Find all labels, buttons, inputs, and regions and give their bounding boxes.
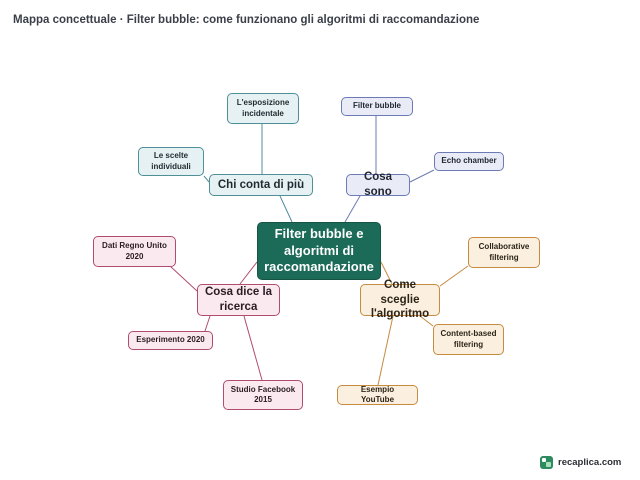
connector-cosa-dice-esperimento <box>204 315 211 332</box>
leaf-content-based-filtering: Content-based filtering <box>433 324 504 355</box>
center-node: Filter bubble e algoritmi di raccomandaz… <box>257 222 381 280</box>
connector-center-cosa-dice <box>239 261 258 285</box>
leaf-echo-chamber: Echo chamber <box>434 152 504 171</box>
branch-chi-conta-di-piu: Chi conta di più <box>209 174 313 196</box>
connector-center-chi-conta <box>279 195 293 223</box>
leaf-studio-facebook: Studio Facebook 2015 <box>223 380 303 410</box>
leaf-filter-bubble: Filter bubble <box>341 97 413 116</box>
connector-cosa-sono-echo <box>409 169 435 183</box>
connector-come-sceglie-youtube <box>377 315 394 386</box>
brand-name: recaplica.com <box>558 457 622 468</box>
connector-cosa-dice-studio <box>243 315 263 381</box>
branch-come-sceglie-algoritmo: Come sceglie l'algoritmo <box>360 279 440 320</box>
leaf-esposizione-incidentale: L'esposizione incidentale <box>227 93 299 124</box>
connector-cosa-dice-dati <box>169 265 198 292</box>
leaf-scelte-individuali: Le scelte individuali <box>138 147 204 176</box>
page-title: Mappa concettuale · Filter bubble: come … <box>13 14 480 26</box>
brand-link[interactable]: recaplica.com <box>540 456 621 469</box>
leaf-esempio-youtube: Esempio YouTube <box>337 385 418 405</box>
connector-come-sceglie-collaborative <box>439 265 469 287</box>
connector-center-cosa-sono <box>344 195 361 223</box>
connector-center-come-sceglie <box>380 261 393 285</box>
leaf-collaborative-filtering: Collaborative filtering <box>468 237 540 268</box>
leaf-esperimento-2020: Esperimento 2020 <box>128 331 213 350</box>
recaplica-logo-icon <box>540 456 553 469</box>
leaf-dati-regno-unito: Dati Regno Unito 2020 <box>93 236 176 267</box>
branch-cosa-dice-la-ricerca: Cosa dice la ricerca <box>197 284 280 316</box>
connector-chi-conta-scelte <box>203 175 210 183</box>
branch-cosa-sono: Cosa sono <box>346 171 410 198</box>
connector-come-sceglie-content <box>419 315 434 327</box>
